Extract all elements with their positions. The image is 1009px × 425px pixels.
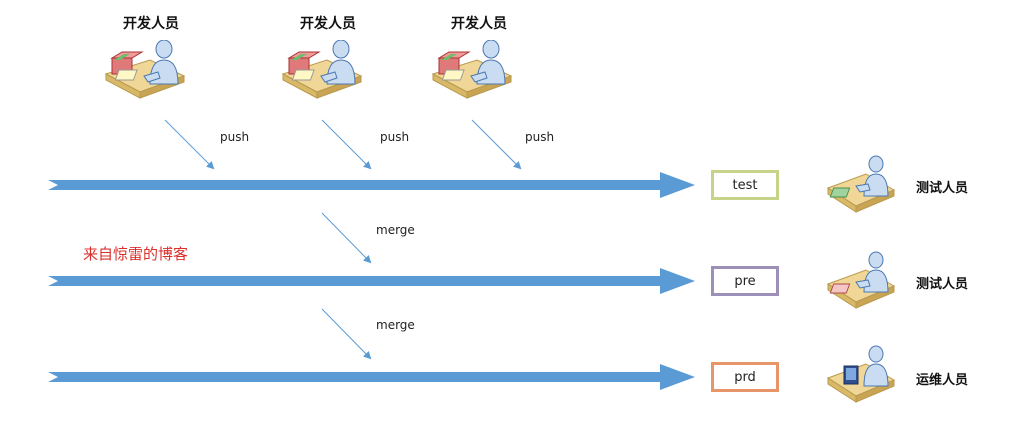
merge-label-2: merge [376, 318, 415, 332]
blog-watermark: 来自惊雷的博客 [83, 245, 189, 263]
merge-connector-2 [321, 308, 372, 360]
env-box-test: test [711, 170, 779, 200]
push-label-1: push [220, 130, 250, 144]
ops-figure-icon [826, 345, 896, 403]
env-name-test: test [732, 177, 758, 193]
developer-label-2: 开发人员 [300, 16, 356, 32]
push-connector-1 [164, 119, 215, 170]
push-label-2: push [380, 130, 410, 144]
tester-figure-icon [826, 155, 896, 213]
test-lane-arrow [48, 172, 695, 198]
developer-figure-icon [431, 40, 513, 99]
merge-connector-1 [321, 212, 372, 264]
role-label-pre: 测试人员 [916, 277, 969, 292]
push-label-3: push [525, 130, 555, 144]
role-label-test: 测试人员 [916, 181, 969, 196]
env-name-pre: pre [734, 273, 756, 289]
push-connector-2 [321, 119, 372, 170]
merge-label-1: merge [376, 223, 415, 237]
env-box-pre: pre [711, 266, 779, 296]
developer-figure-icon [104, 40, 186, 99]
env-box-prd: prd [711, 362, 779, 392]
pre-lane-arrow [48, 268, 695, 294]
developer-figure-icon [281, 40, 363, 99]
env-name-prd: prd [734, 369, 756, 385]
tester-figure-icon [826, 251, 896, 309]
developer-label-3: 开发人员 [451, 16, 507, 32]
push-connector-3 [471, 119, 522, 170]
role-label-prd: 运维人员 [916, 373, 969, 388]
prd-lane-arrow [48, 364, 695, 390]
developer-label-1: 开发人员 [123, 16, 179, 32]
